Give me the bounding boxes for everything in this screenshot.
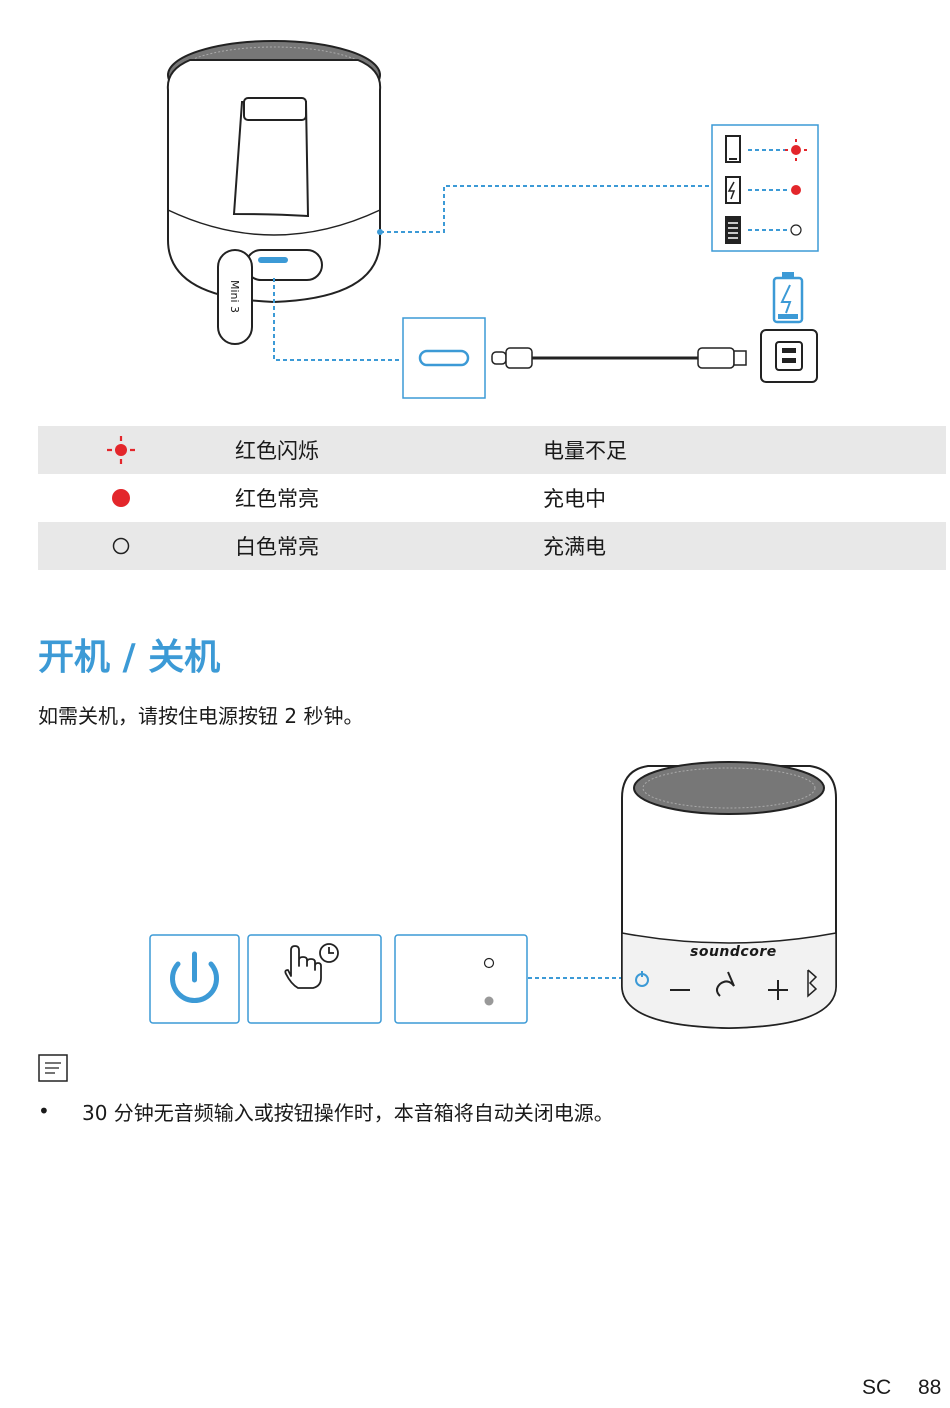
table-row: 红色常亮 充电中 <box>38 474 946 522</box>
note-icon <box>38 1054 68 1082</box>
power-illustration <box>148 758 848 1030</box>
led-off-icon <box>485 997 494 1006</box>
red-blinking-led-icon <box>103 426 139 474</box>
bullet-point: • <box>38 1099 50 1123</box>
usb-a-plug <box>734 351 746 365</box>
white-solid-led-icon <box>103 522 139 570</box>
usb-c-port <box>246 250 322 280</box>
language-code: SC <box>862 1376 891 1400</box>
page-number: 88 <box>918 1376 941 1400</box>
red-solid-led-icon <box>103 474 139 522</box>
charging-illustration <box>150 30 830 410</box>
led-meaning-label: 充电中 <box>543 483 606 513</box>
white-solid-led-icon <box>791 225 801 235</box>
brand-logo: soundcore <box>690 944 777 960</box>
usb-c-plug <box>492 352 506 364</box>
red-solid-led-icon <box>791 185 801 195</box>
speaker-model-label: Mini 3 <box>228 280 241 313</box>
led-color-label: 白色常亮 <box>235 531 319 561</box>
led-meaning-label: 电量不足 <box>543 435 627 465</box>
led-indicator-box <box>395 935 527 1023</box>
usb-power-adapter <box>761 330 817 382</box>
speaker-grille <box>634 762 824 814</box>
led-meaning-label: 充满电 <box>543 531 606 561</box>
table-row: 红色闪烁 电量不足 <box>38 426 946 474</box>
usb-c-zoom-box <box>403 318 485 398</box>
led-color-label: 红色常亮 <box>235 483 319 513</box>
section-title: 开机 / 关机 <box>38 628 220 680</box>
led-color-label: 红色闪烁 <box>235 435 319 465</box>
note-text: 30 分钟无音频输入或按钮操作时，本音箱将自动关闭电源。 <box>82 1097 614 1126</box>
led-status-table: 红色闪烁 电量不足 红色常亮 充电中 白色常亮 充满电 <box>38 426 946 570</box>
table-row: 白色常亮 充满电 <box>38 522 946 570</box>
power-off-instruction: 如需关机，请按住电源按钮 2 秒钟。 <box>38 700 363 729</box>
battery-full-icon <box>726 217 740 243</box>
red-blinking-led-icon <box>791 145 801 155</box>
